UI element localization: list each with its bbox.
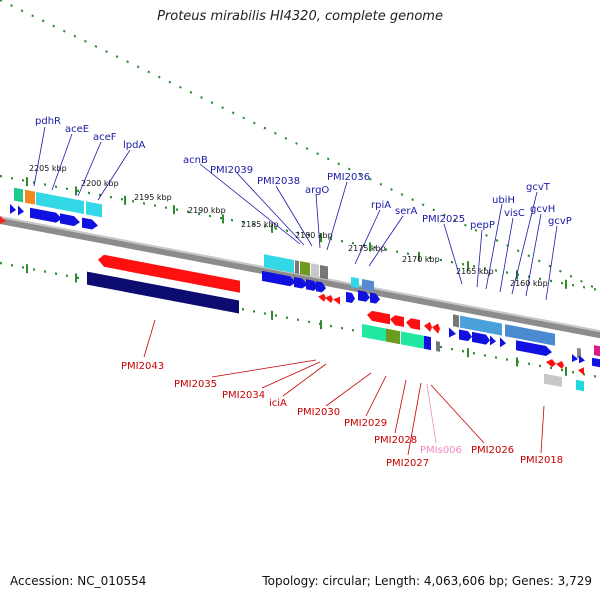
- gene-label-PMI2030: PMI2030: [297, 407, 340, 418]
- scale-label: 2165 kbp: [456, 267, 494, 276]
- gene-label-lpdA: lpdA: [123, 140, 145, 151]
- gene-label-gcvT: gcvT: [526, 182, 551, 193]
- rna-label-PMIs006: PMIs006: [420, 445, 462, 456]
- reverse-leader-lines: [143, 319, 545, 456]
- gene-label-PMI2028: PMI2028: [374, 435, 417, 446]
- scale-label: 2180 kbp: [295, 231, 333, 240]
- accession-text: Accession: NC_010554: [10, 574, 147, 588]
- forward-labels: pdhR aceE aceF lpdA acnB PMI2039 PMI2038…: [35, 116, 572, 231]
- gene-label-gcvH: gcvH: [530, 204, 555, 215]
- gene-label-aceF: aceF: [93, 132, 117, 143]
- gene-label-ubiH: ubiH: [492, 195, 515, 206]
- gene-label-pepP: pepP: [470, 220, 495, 231]
- map-tracks: [0, 0, 600, 392]
- scale-label: 2200 kbp: [81, 179, 119, 188]
- gene-label-PMI2029: PMI2029: [344, 418, 387, 429]
- scale-label: 2170 kbp: [402, 255, 440, 264]
- gene-label-acnB: acnB: [183, 155, 208, 166]
- gene-label-PMI2026: PMI2026: [471, 445, 514, 456]
- gene-label-PMI2043: PMI2043: [121, 361, 164, 372]
- gene-label-PMI2038: PMI2038: [257, 176, 300, 187]
- gene-label-PMI2034: PMI2034: [222, 390, 265, 401]
- scale-label: 2185 kbp: [241, 220, 279, 229]
- scale-labels: 2205 kbp 2200 kbp 2195 kbp 2190 kbp 2185…: [29, 164, 548, 288]
- gene-label-PMI2025: PMI2025: [422, 214, 465, 225]
- upper-tick-row: [0, 0, 600, 292]
- gene-label-aceE: aceE: [65, 124, 89, 135]
- reverse-labels: PMI2043 PMI2035 PMI2034 iciA PMI2030 PMI…: [121, 361, 563, 469]
- gene-label-gcvP: gcvP: [548, 216, 572, 227]
- forward-features-upper: [14, 187, 581, 359]
- scale-label: 2195 kbp: [134, 193, 172, 202]
- upper-tick-row: [0, 174, 600, 292]
- gene-label-PMI2036: PMI2036: [327, 172, 370, 183]
- forward-genes: [10, 203, 600, 368]
- scale-label: 2205 kbp: [29, 164, 67, 173]
- gene-label-PMI2035: PMI2035: [174, 379, 217, 390]
- page-title: Proteus mirabilis HI4320, complete genom…: [157, 9, 443, 24]
- reverse-features-lower: [87, 271, 600, 392]
- scale-label: 2175 kbp: [348, 244, 386, 253]
- gene-label-PMI2018: PMI2018: [520, 455, 563, 466]
- forward-leader-lines: [33, 126, 558, 301]
- scale-label: 2160 kbp: [510, 279, 548, 288]
- gene-label-argO: argO: [305, 185, 329, 196]
- left-edge-arrow: [0, 216, 6, 224]
- gene-label-serA: serA: [395, 206, 417, 217]
- scale-label: 2190 kbp: [188, 206, 226, 215]
- gene-label-pdhR: pdhR: [35, 116, 61, 127]
- gene-label-PMI2039: PMI2039: [210, 165, 253, 176]
- gene-label-PMI2027: PMI2027: [386, 458, 429, 469]
- gene-label-visC: visC: [504, 208, 525, 219]
- rna-leader-line: [426, 383, 437, 444]
- gene-label-iciA: iciA: [269, 398, 287, 409]
- gene-label-rpiA: rpiA: [371, 200, 391, 211]
- topology-text: Topology: circular; Length: 4,063,606 bp…: [262, 574, 592, 588]
- reverse-genes: [98, 254, 584, 376]
